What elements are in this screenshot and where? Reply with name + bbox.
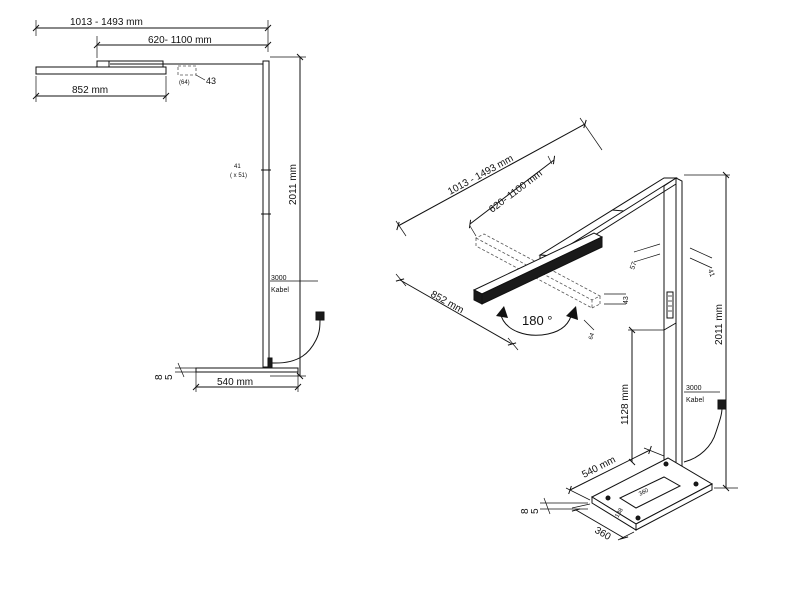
iso-dim-41-label: 41 bbox=[706, 268, 715, 278]
iso-base-dim-a-label: 8 bbox=[520, 508, 531, 514]
iso-small-dims: 57 41 43 64 bbox=[583, 243, 715, 341]
side-cable-word-label: Kabel bbox=[271, 287, 289, 294]
side-base-length-dim: 540 mm bbox=[192, 372, 302, 392]
side-total-height-label: 2011 mm bbox=[288, 164, 299, 205]
iso-base-dim-b-label: 5 bbox=[530, 508, 541, 514]
side-overall-width-label: 1013 - 1493 mm bbox=[70, 17, 143, 28]
iso-overall-width-label: 1013 - 1493 mm bbox=[446, 153, 515, 198]
side-base-dim-b-label: 5 bbox=[164, 374, 175, 380]
iso-view: 1013 - 1493 mm 620- 1100 mm bbox=[395, 117, 738, 543]
side-pole-size-alt-label: ( x 51) bbox=[230, 173, 247, 179]
side-arm-extension-label: 620- 1100 mm bbox=[148, 35, 212, 46]
iso-arm-extension-label: 620- 1100 mm bbox=[487, 168, 545, 215]
iso-pole bbox=[663, 177, 683, 480]
side-cable-length-label: 3000 bbox=[271, 275, 287, 282]
iso-cable bbox=[683, 407, 723, 463]
iso-lower-height-label: 1128 mm bbox=[620, 384, 631, 425]
side-head-alt-position bbox=[177, 65, 197, 76]
iso-base: 360 138 bbox=[590, 457, 714, 531]
rotation-arrow-right-icon bbox=[566, 306, 578, 320]
side-head-offset-label: (64) bbox=[179, 80, 190, 86]
iso-rotation-label: 180 ° bbox=[522, 313, 553, 328]
iso-cable-length-label: 3000 bbox=[686, 385, 702, 392]
iso-plug-icon bbox=[717, 399, 727, 410]
iso-cable-group: 3000 Kabel bbox=[683, 385, 727, 463]
side-head-height-label: 43 bbox=[206, 76, 216, 86]
iso-head-rotated-position bbox=[475, 233, 601, 309]
iso-base-thickness-dim: 8 5 bbox=[520, 497, 588, 515]
iso-total-height-label: 2011 mm bbox=[714, 304, 725, 345]
rotation-arrow-left-icon bbox=[496, 306, 508, 318]
iso-dim-43-label: 43 bbox=[623, 296, 630, 304]
iso-rotation-indicator: 180 ° bbox=[496, 306, 578, 336]
iso-dim-64-label: 64 bbox=[588, 332, 596, 341]
side-arm-extension-dim: 620- 1100 mm bbox=[93, 35, 272, 58]
side-cable bbox=[271, 317, 321, 364]
side-plug-icon bbox=[315, 311, 325, 321]
iso-cable-word-label: Kabel bbox=[686, 397, 704, 404]
side-base-length-label: 540 mm bbox=[217, 377, 253, 388]
side-head-length-label: 852 mm bbox=[72, 85, 108, 96]
iso-dim-57-label: 57 bbox=[629, 261, 638, 271]
iso-overall-width-dim: 1013 - 1493 mm bbox=[395, 117, 603, 237]
side-lamp-head bbox=[35, 66, 167, 75]
side-base-dim-a-label: 8 bbox=[154, 374, 165, 380]
side-base bbox=[195, 367, 299, 373]
iso-lower-height-dim: 1128 mm bbox=[620, 326, 664, 466]
side-arm-end bbox=[96, 60, 110, 68]
side-base-switch bbox=[267, 357, 273, 369]
iso-base-length-label: 540 mm bbox=[580, 454, 617, 480]
iso-head-length-label: 852 mm bbox=[429, 289, 466, 316]
iso-total-height-dim: 2011 mm bbox=[684, 171, 738, 492]
iso-base-width-label: 360 bbox=[593, 525, 613, 543]
iso-control-panel bbox=[666, 291, 674, 319]
side-total-height-dim: 2011 mm bbox=[270, 53, 306, 380]
side-base-thickness-dim: 8 5 bbox=[154, 362, 196, 380]
side-pole-size-label: 41 bbox=[234, 164, 241, 170]
side-view: 1013 - 1493 mm 620- 1100 mm (64) 43 852 … bbox=[32, 17, 325, 392]
iso-lamp-head bbox=[472, 232, 604, 305]
side-head-length-dim: 852 mm bbox=[32, 76, 170, 102]
